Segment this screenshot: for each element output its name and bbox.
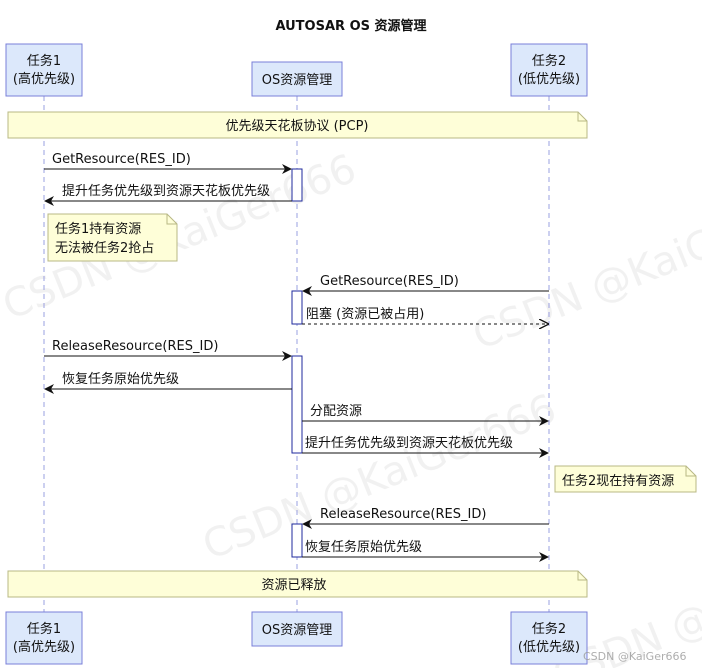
message-label: 恢复任务原始优先级: [305, 539, 422, 555]
message-restore-priority-task2[interactable]: 恢复任务原始优先级: [302, 539, 549, 562]
message-get-resource-task1[interactable]: GetResource(RES_ID): [44, 152, 292, 174]
participant-task1-name: 任务1: [27, 53, 61, 69]
message-allocate-resource-task2[interactable]: 分配资源: [302, 404, 549, 426]
activation-bar-1: [291, 168, 303, 202]
note-released-text: 资源已释放: [261, 578, 326, 593]
note-task1-holds-line1: 任务1持有资源: [55, 221, 141, 237]
message-blocked-task2[interactable]: 阻塞 (资源已被占用): [302, 306, 548, 324]
message-get-resource-task2[interactable]: GetResource(RES_ID): [302, 274, 549, 296]
message-label: 提升任务优先级到资源天花板优先级: [305, 435, 513, 451]
participant-task1-name-bottom: 任务1: [27, 621, 61, 637]
participant-os-name: OS资源管理: [262, 73, 333, 88]
message-raise-priority-task1[interactable]: 提升任务优先级到资源天花板优先级: [44, 183, 292, 206]
source-credit: CSDN @KaiGer666: [583, 650, 687, 663]
participant-task1-top[interactable]: 任务1 (高优先级): [5, 43, 83, 97]
note-pcp-text: 优先级天花板协议 (PCP): [225, 118, 368, 134]
message-label: ReleaseResource(RES_ID): [52, 339, 218, 354]
message-label: ReleaseResource(RES_ID): [320, 507, 486, 522]
participant-task2-name: 任务2: [532, 53, 566, 69]
note-task2-holds: 任务2现在持有资源: [554, 465, 697, 493]
participant-task2-top[interactable]: 任务2 (低优先级): [510, 43, 588, 97]
note-task2-holds-text: 任务2现在持有资源: [562, 473, 674, 489]
diagram-title: AUTOSAR OS 资源管理: [275, 18, 426, 34]
note-released: 资源已释放: [7, 570, 588, 598]
message-label: 分配资源: [310, 404, 362, 419]
participant-task1-role: (高优先级): [13, 71, 75, 87]
participant-task1-role-bottom: (高优先级): [13, 639, 75, 655]
message-label: 阻塞 (资源已被占用): [306, 306, 424, 322]
message-label: 提升任务优先级到资源天花板优先级: [62, 183, 270, 199]
participant-task2-name-bottom: 任务2: [532, 621, 566, 637]
note-pcp: 优先级天花板协议 (PCP): [7, 111, 588, 139]
message-label: GetResource(RES_ID): [320, 274, 459, 289]
message-label: GetResource(RES_ID): [52, 152, 191, 167]
activation-bar-3: [291, 355, 303, 454]
message-restore-priority-task1[interactable]: 恢复任务原始优先级: [44, 371, 292, 394]
note-task1-holds: 任务1持有资源 无法被任务2抢占: [47, 213, 178, 262]
participant-os-bottom[interactable]: OS资源管理: [251, 611, 343, 647]
note-task1-holds-line2: 无法被任务2抢占: [55, 240, 154, 256]
message-raise-priority-task2[interactable]: 提升任务优先级到资源天花板优先级: [302, 435, 549, 458]
participant-task2-bottom[interactable]: 任务2 (低优先级): [510, 611, 588, 665]
watermark-2: CSDN @KaiGer666: [467, 176, 702, 360]
message-release-resource-task2[interactable]: ReleaseResource(RES_ID): [302, 507, 549, 529]
participant-task2-role-bottom: (低优先级): [518, 640, 580, 655]
message-release-resource-task1[interactable]: ReleaseResource(RES_ID): [44, 339, 292, 361]
activation-bar-2: [291, 290, 303, 325]
activation-bar-4: [291, 523, 303, 558]
participant-os-top[interactable]: OS资源管理: [251, 61, 343, 97]
participant-os-name-bottom: OS资源管理: [262, 623, 333, 638]
participant-task1-bottom[interactable]: 任务1 (高优先级): [5, 611, 83, 665]
participant-task2-role: (低优先级): [518, 72, 580, 87]
message-label: 恢复任务原始优先级: [62, 371, 179, 387]
